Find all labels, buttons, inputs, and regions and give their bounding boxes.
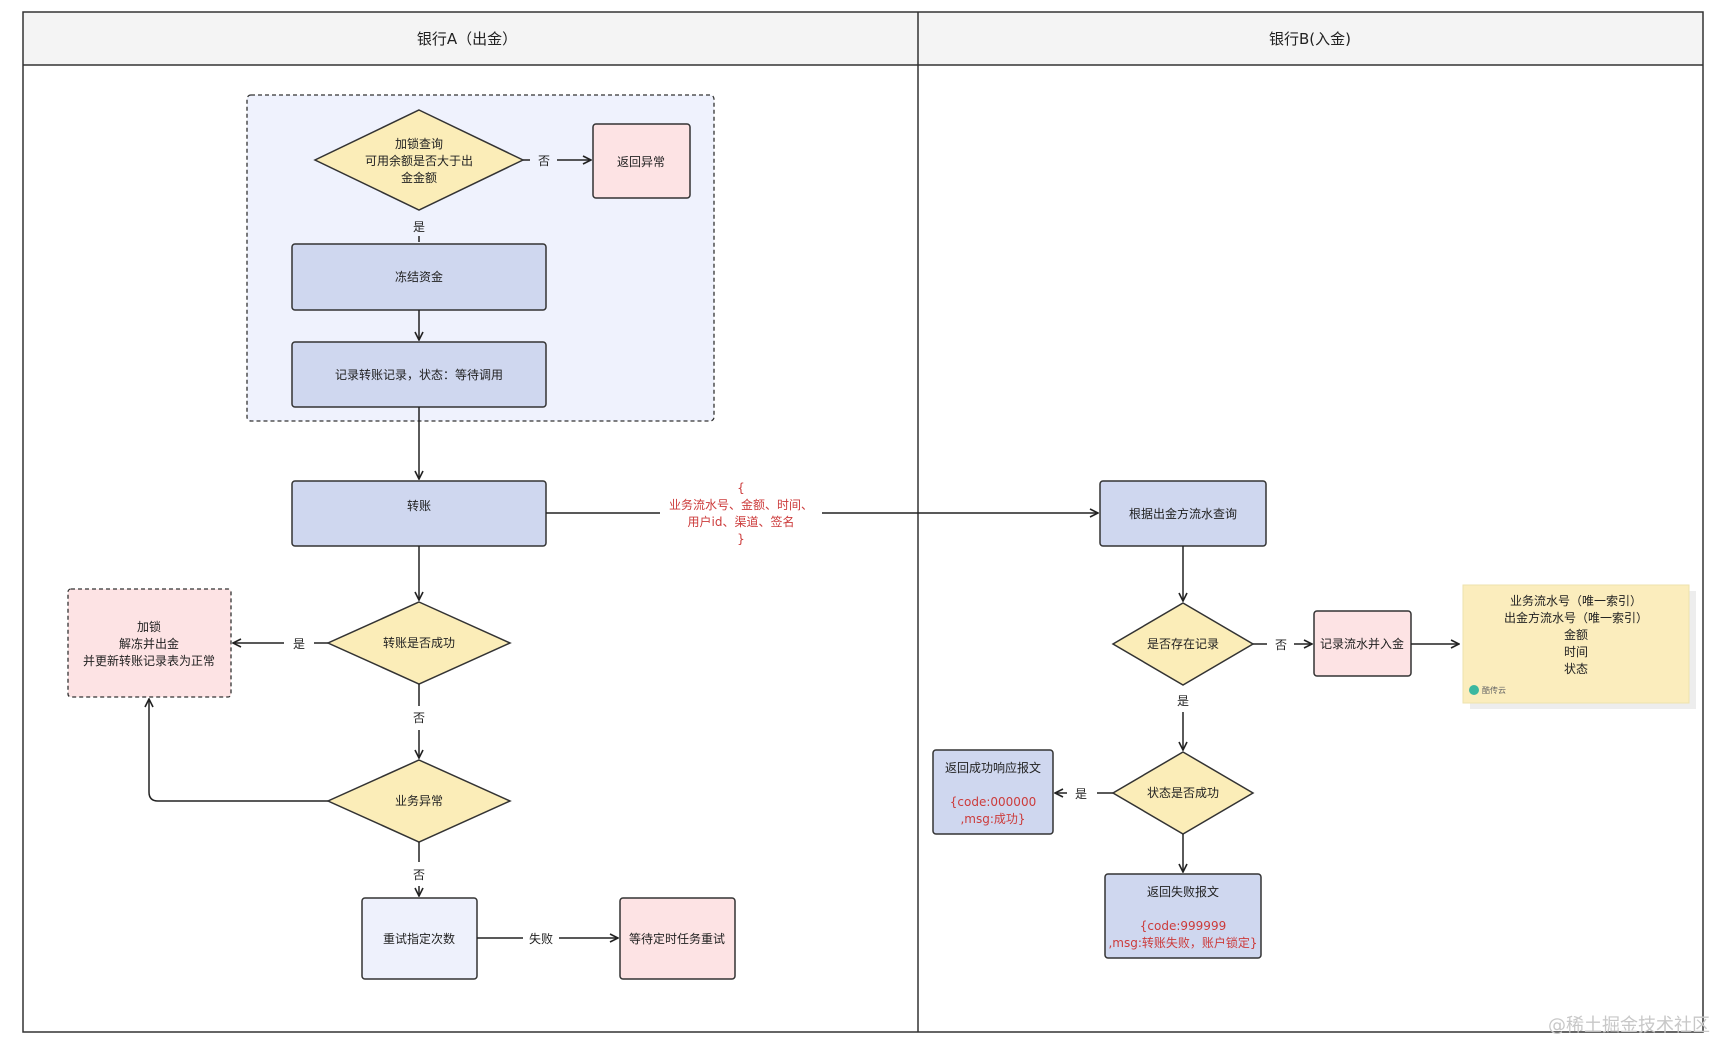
lock-query-line-1: 加锁查询 bbox=[395, 136, 443, 151]
edge-retry-fail-label: 失败 bbox=[529, 931, 553, 946]
return-fail-node[interactable]: 返回失败报文 {code:999999 ,msg:转账失败，账户锁定} bbox=[1104, 873, 1262, 959]
payload-line-3: 用户id、渠道、签名 bbox=[688, 514, 795, 529]
edge-status-yes: 是 bbox=[1055, 787, 1113, 801]
edge-success-yes: 是 bbox=[233, 637, 328, 651]
freeze-funds-label: 冻结资金 bbox=[395, 269, 443, 284]
lane-header-bank-b: 银行B(入金) bbox=[1269, 30, 1351, 48]
edge-success-no: 否 bbox=[413, 684, 425, 758]
brand-logo-icon bbox=[1469, 685, 1479, 695]
note-line-4: 时间 bbox=[1564, 645, 1588, 659]
lock-query-decision[interactable]: 加锁查询 可用余额是否大于出 金金额 bbox=[313, 109, 525, 211]
unlock-line-2: 解冻并出金 bbox=[119, 636, 179, 651]
edge-exists-yes-label: 是 bbox=[1177, 694, 1189, 708]
transfer-success-decision[interactable]: 转账是否成功 bbox=[326, 601, 512, 685]
edge-exists-no-label: 否 bbox=[1275, 638, 1287, 652]
return-success-title: 返回成功响应报文 bbox=[945, 760, 1041, 775]
edge-exception-no: 否 bbox=[413, 842, 425, 896]
status-success-label: 状态是否成功 bbox=[1147, 786, 1219, 800]
freeze-funds-node[interactable]: 冻结资金 bbox=[291, 243, 547, 311]
edge-transfer-query: { 业务流水号、金额、时间、 用户id、渠道、签名 } bbox=[546, 481, 1098, 546]
note-brand: 酷传云 bbox=[1482, 685, 1506, 695]
note-line-2: 出金方流水号（唯一索引） bbox=[1504, 610, 1648, 625]
note-line-1: 业务流水号（唯一索引） bbox=[1510, 593, 1642, 608]
ledger-fields-note: 业务流水号（唯一索引） 出金方流水号（唯一索引） 金额 时间 状态 酷传云 bbox=[1462, 584, 1696, 709]
unlock-line-1: 加锁 bbox=[137, 619, 161, 634]
return-fail-code: {code:999999 bbox=[1140, 919, 1226, 933]
edge-lock-no: 否 bbox=[523, 154, 591, 168]
return-fail-msg: ,msg:转账失败，账户锁定} bbox=[1108, 935, 1257, 950]
return-exception-label: 返回异常 bbox=[617, 155, 665, 169]
payload-line-1: { bbox=[737, 481, 745, 495]
record-deposit-node[interactable]: 记录流水并入金 bbox=[1313, 610, 1412, 677]
record-transfer-node[interactable]: 记录转账记录，状态：等待调用 bbox=[291, 341, 547, 408]
payload-line-4: } bbox=[737, 532, 745, 546]
lock-query-line-3: 金金额 bbox=[401, 170, 437, 185]
edge-exception-no-label: 否 bbox=[413, 868, 425, 882]
return-success-node[interactable]: 返回成功响应报文 {code:000000 ,msg:成功} bbox=[932, 749, 1054, 835]
status-success-decision[interactable]: 状态是否成功 bbox=[1111, 751, 1255, 835]
unlock-line-3: 并更新转账记录表为正常 bbox=[83, 653, 215, 668]
swimlane-frame: 银行A（出金） 银行B(入金) bbox=[22, 11, 1704, 1033]
transfer-node[interactable]: 转账 bbox=[291, 480, 547, 547]
lane-header-bg bbox=[23, 12, 1703, 65]
retry-node[interactable]: 重试指定次数 bbox=[361, 897, 478, 980]
return-exception-node[interactable]: 返回异常 bbox=[592, 123, 691, 199]
query-by-serial-label: 根据出金方流水查询 bbox=[1129, 506, 1237, 521]
note-line-3: 金额 bbox=[1564, 627, 1588, 642]
record-transfer-label: 记录转账记录，状态：等待调用 bbox=[335, 367, 503, 382]
return-success-msg: ,msg:成功} bbox=[960, 812, 1025, 826]
edge-success-no-label: 否 bbox=[413, 711, 425, 725]
edge-status-yes-label: 是 bbox=[1075, 787, 1087, 801]
unlock-settle-node[interactable]: 加锁 解冻并出金 并更新转账记录表为正常 bbox=[67, 588, 232, 698]
lock-query-line-2: 可用余额是否大于出 bbox=[365, 153, 473, 168]
payload-line-2: 业务流水号、金额、时间、 bbox=[669, 497, 813, 512]
record-exists-label: 是否存在记录 bbox=[1147, 637, 1219, 651]
note-line-5: 状态 bbox=[1564, 662, 1588, 676]
lane-header-bank-a: 银行A（出金） bbox=[417, 30, 517, 48]
business-exception-label: 业务异常 bbox=[395, 793, 443, 808]
edge-lock-yes: 是 bbox=[413, 220, 425, 242]
edge-lock-yes-label: 是 bbox=[413, 220, 425, 234]
transfer-success-label: 转账是否成功 bbox=[383, 635, 455, 650]
query-by-serial-node[interactable]: 根据出金方流水查询 bbox=[1099, 480, 1267, 547]
watermark-text: @稀土掘金技术社区 bbox=[1548, 1015, 1710, 1036]
edge-exception-unlock bbox=[149, 699, 328, 802]
record-exists-decision[interactable]: 是否存在记录 bbox=[1111, 602, 1255, 686]
record-deposit-label: 记录流水并入金 bbox=[1320, 636, 1404, 651]
edge-retry-fail: 失败 bbox=[477, 931, 618, 946]
business-exception-decision[interactable]: 业务异常 bbox=[326, 759, 512, 843]
wait-timer-node[interactable]: 等待定时任务重试 bbox=[619, 897, 736, 980]
edge-success-yes-label: 是 bbox=[293, 637, 305, 651]
wait-timer-label: 等待定时任务重试 bbox=[629, 931, 725, 946]
edge-exists-no: 否 bbox=[1253, 638, 1312, 652]
lane-border bbox=[22, 11, 1704, 1033]
retry-label: 重试指定次数 bbox=[383, 931, 455, 946]
return-success-code: {code:000000 bbox=[950, 795, 1036, 809]
edge-lock-no-label: 否 bbox=[538, 154, 550, 168]
transfer-label: 转账 bbox=[407, 498, 431, 513]
edge-exists-yes: 是 bbox=[1177, 694, 1189, 750]
return-fail-title: 返回失败报文 bbox=[1147, 884, 1219, 899]
